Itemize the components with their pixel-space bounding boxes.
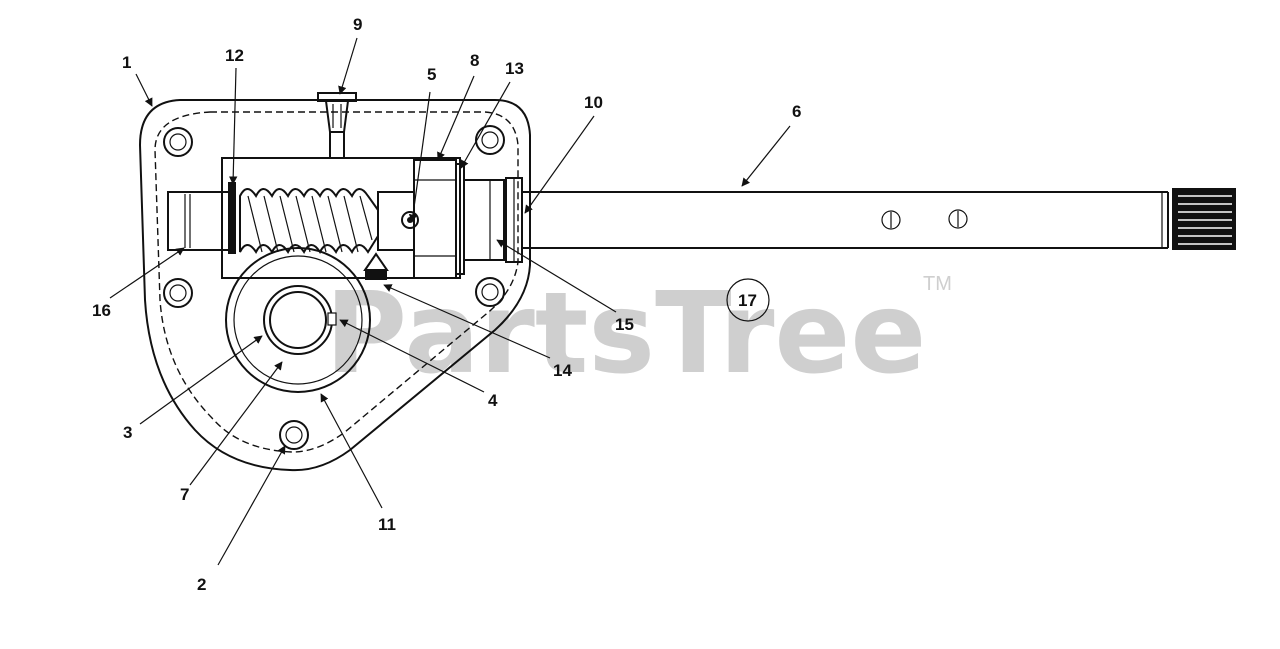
callout-3: 3 (123, 423, 132, 442)
worm-housing (221, 157, 461, 279)
thrust-washer (228, 182, 236, 254)
collar (401, 159, 457, 279)
callout-15: 15 (615, 315, 634, 334)
bolt-holes (163, 125, 505, 450)
spacer (463, 179, 505, 261)
vent-plug (317, 92, 357, 158)
worm-threads (239, 188, 379, 255)
callout-13: 13 (505, 59, 524, 78)
watermark-trademark: TM (923, 273, 952, 295)
worm-gear (225, 247, 371, 393)
callout-14: 14 (553, 361, 572, 380)
callout-8: 8 (470, 51, 479, 70)
callout-10: 10 (584, 93, 603, 112)
callout-12: 12 (225, 46, 244, 65)
housing-outline (138, 99, 531, 472)
left-shaft (167, 191, 231, 251)
set-screw (363, 252, 389, 271)
leader-lines (109, 37, 791, 566)
callout-1: 1 (122, 53, 131, 72)
callout-11: 11 (378, 515, 396, 534)
callout-5: 5 (427, 65, 436, 84)
watermark-text: PartsTree (325, 269, 926, 399)
callout-2: 2 (197, 575, 206, 594)
callout-7: 7 (180, 485, 189, 504)
main-shaft (522, 191, 1169, 249)
splined-end (1172, 188, 1236, 250)
callout-4: 4 (488, 391, 498, 410)
callout-6: 6 (792, 102, 801, 121)
callout-9: 9 (353, 15, 362, 34)
callout-16: 16 (92, 301, 111, 320)
callout-17-circle (726, 278, 770, 322)
callout-17: 17 (738, 291, 757, 310)
